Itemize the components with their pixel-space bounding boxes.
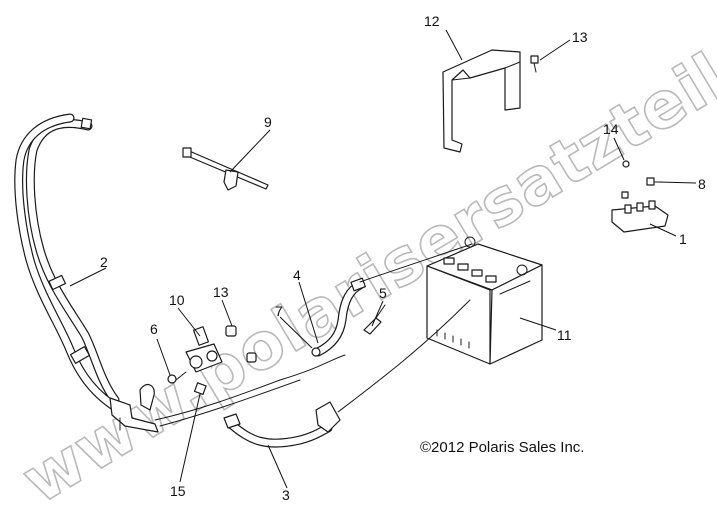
callout-14: 14	[603, 121, 619, 137]
ground-lead	[154, 354, 346, 421]
callout-13-lower: 13	[213, 284, 229, 300]
part-12-battery-bracket	[442, 49, 521, 153]
part-13-fasteners-lower	[225, 325, 257, 363]
callout-11: 11	[557, 327, 572, 343]
part-8-screw	[621, 177, 663, 199]
callout-15: 15	[170, 483, 186, 499]
part-13-bolt-upper	[530, 55, 539, 73]
callout-3: 3	[282, 487, 290, 503]
callout-1: 1	[679, 231, 687, 247]
callout-12: 12	[424, 13, 440, 29]
part-4-battery-lead	[311, 243, 473, 357]
watermark: www.polarisersatzteile.de	[9, 0, 717, 520]
watermark-text: www.polarisersatzteile.de	[10, 0, 717, 519]
callouts: 2 3 4 5 6 7 9 10 11 12 13 13 14 8 1 15	[100, 13, 706, 503]
part-9-cable-clip	[182, 147, 269, 191]
part-11-battery	[426, 236, 543, 365]
callout-13-upper: 13	[572, 29, 588, 45]
part-6-nut	[167, 374, 177, 384]
part-1-terminal-block	[611, 200, 669, 233]
copyright-notice: ©2012 Polaris Sales Inc.	[420, 439, 584, 456]
part-3-battery-cable	[223, 299, 471, 448]
part-10-solenoid	[175, 326, 223, 381]
part-15-bolt	[193, 382, 207, 396]
callout-9: 9	[264, 114, 272, 130]
callout-7: 7	[275, 303, 283, 319]
callout-2: 2	[100, 254, 108, 270]
part-2-main-harness	[14, 113, 159, 433]
callout-8: 8	[698, 176, 706, 192]
leader-lines	[69, 29, 697, 489]
callout-4: 4	[293, 267, 301, 283]
callout-5: 5	[379, 285, 387, 301]
callout-6: 6	[150, 321, 158, 337]
callout-10: 10	[169, 292, 185, 308]
part-14-nut	[622, 160, 630, 168]
